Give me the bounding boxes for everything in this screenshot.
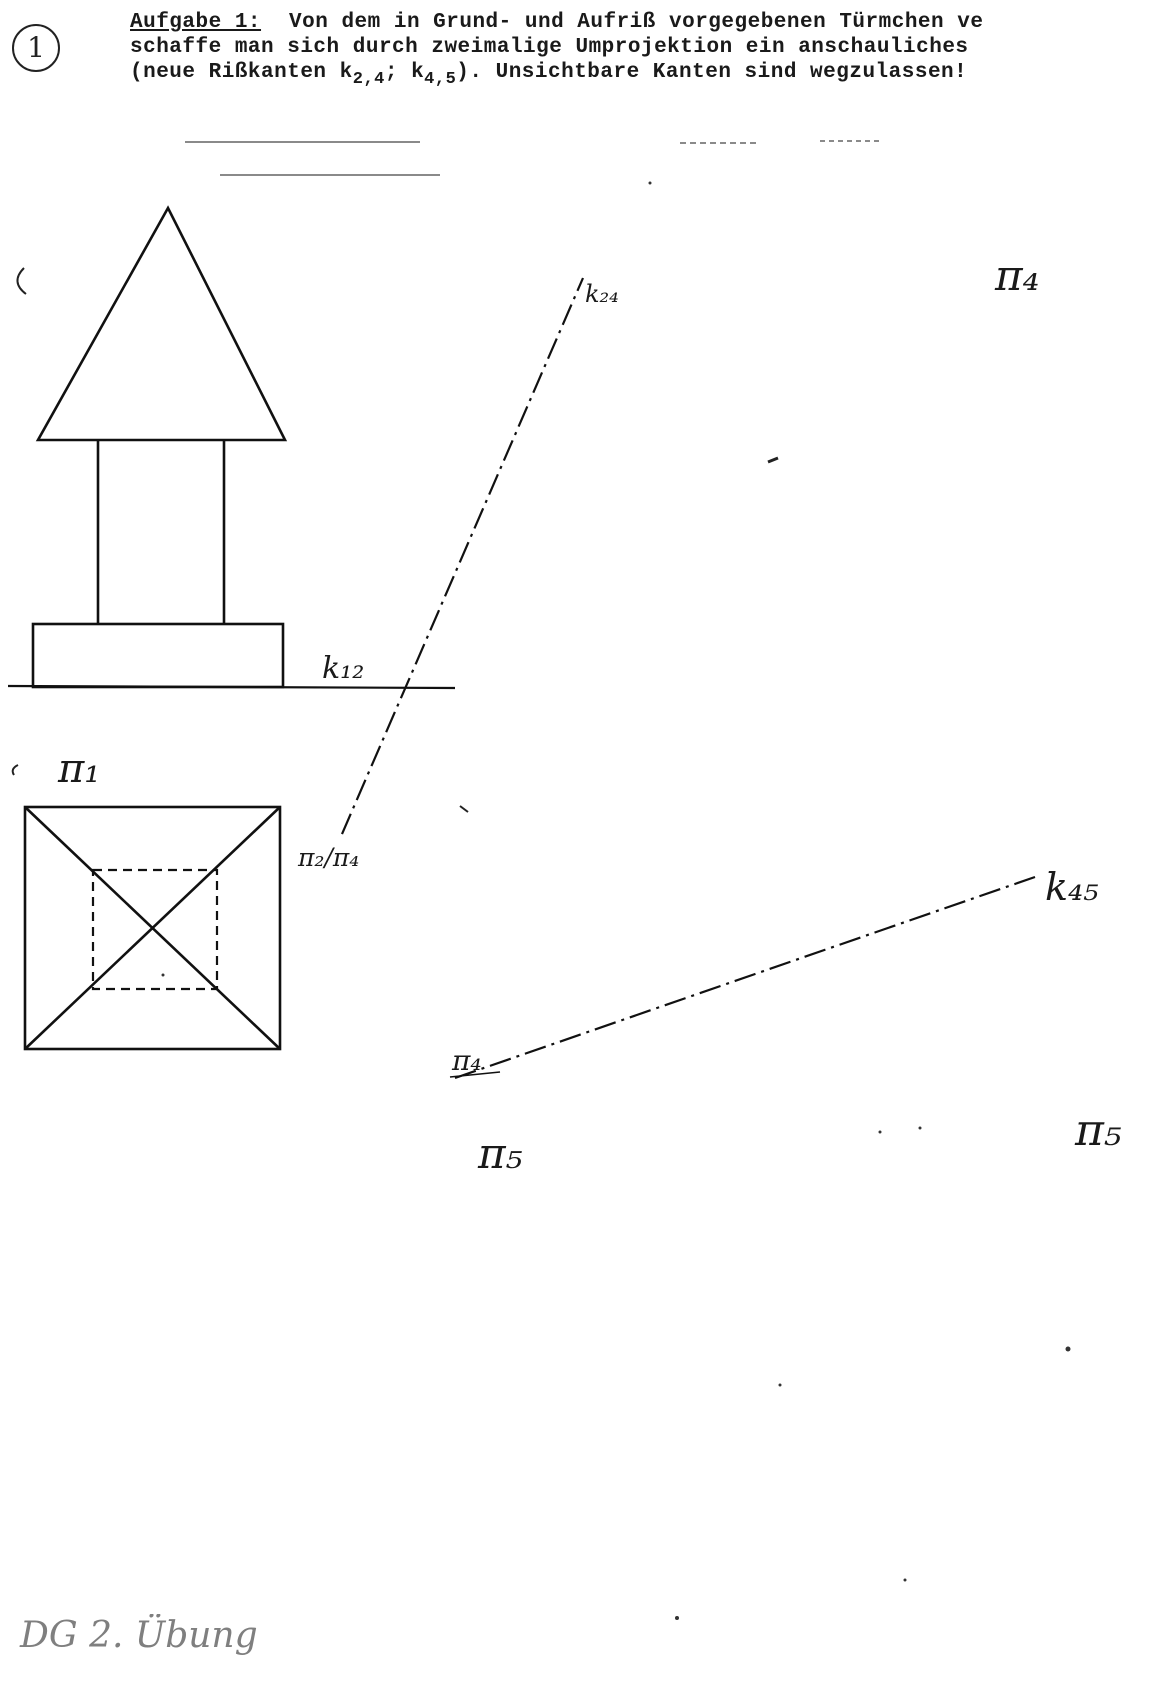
task-line-3: (neue Rißkanten k2,4; k4,5). Unsichtbare… [130, 61, 968, 89]
base-block [31, 622, 285, 689]
label-pi5-right: π₅ [1074, 1105, 1122, 1156]
plan-outer-square [23, 805, 282, 1051]
label-k12: k₁₂ [322, 651, 364, 686]
roof-triangle [35, 205, 288, 442]
k45-edge-line [454, 875, 1036, 1080]
footer-handwritten-note: DG 2. Übung [20, 1615, 258, 1656]
k24-edge-line [340, 277, 585, 835]
scan-marks [11, 181, 1071, 1620]
label-pi2-pi4: π₂/π₄ [297, 843, 359, 872]
task-line-1: Aufgabe 1:Von dem in Grund- und Aufriß v… [130, 11, 984, 34]
task-number-circle: 1 [12, 24, 60, 72]
task-title: Aufgabe 1: [130, 11, 262, 34]
task-statement: Aufgabe 1:Von dem in Grund- und Aufriß v… [130, 10, 1160, 92]
label-pi4-bottom: π₄ [451, 1044, 482, 1077]
plan-inner-dashed-square [91, 868, 219, 991]
header-rules [185, 140, 880, 176]
label-pi4-top: π₄ [994, 251, 1039, 300]
label-pi5-left: π₅ [477, 1129, 523, 1178]
task-line-2: schaffe man sich durch zweimalige Umproj… [130, 36, 969, 59]
plan-view [23, 805, 282, 1051]
label-k45: k₄₅ [1045, 865, 1099, 909]
plan-diagonal-2 [24, 806, 281, 1050]
label-pi1: π₁ [57, 746, 100, 792]
label-k24: k₂₄ [585, 280, 619, 308]
pi4-underline [449, 1071, 501, 1078]
elevation-view [31, 205, 288, 689]
k12-edge-line [7, 684, 456, 690]
